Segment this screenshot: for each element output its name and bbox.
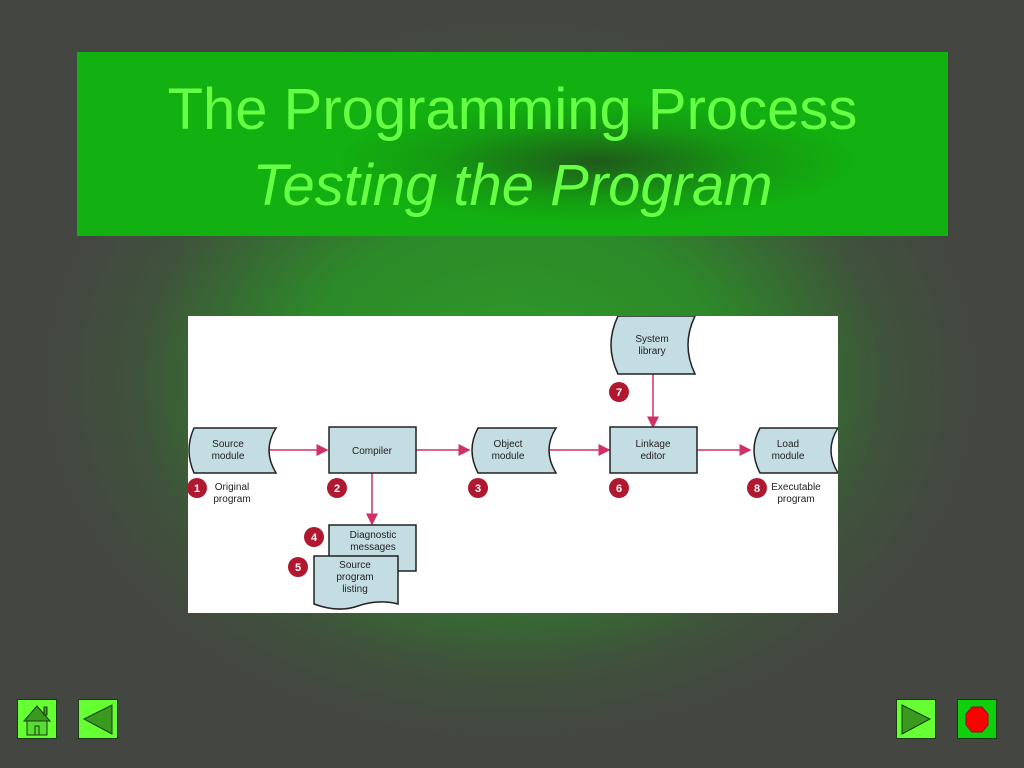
- system-library-label-1: System: [635, 334, 668, 345]
- object-module-label-1: Object: [494, 439, 523, 450]
- object-module-label-2: module: [492, 451, 525, 462]
- load-module-label-2: module: [772, 451, 805, 462]
- badge-7: 7: [609, 382, 629, 402]
- source-module-label-1: Source: [212, 439, 244, 450]
- badge-6: 6: [609, 478, 629, 498]
- system-library-label-2: library: [638, 346, 665, 357]
- svg-text:8: 8: [754, 483, 760, 495]
- next-slide-button[interactable]: [896, 699, 936, 739]
- diagnostic-label-1: Diagnostic: [350, 530, 397, 541]
- stop-icon: [965, 706, 989, 733]
- svg-text:4: 4: [311, 532, 318, 544]
- listing-label-3: listing: [342, 584, 368, 595]
- listing-label-2: program: [336, 572, 373, 583]
- svg-text:3: 3: [475, 483, 481, 495]
- linkage-editor-label-1: Linkage: [635, 439, 670, 450]
- badge-5: 5: [288, 557, 308, 577]
- end-show-button[interactable]: [957, 699, 997, 739]
- svg-text:7: 7: [616, 387, 622, 399]
- badge-3: 3: [468, 478, 488, 498]
- compiler-label: Compiler: [352, 446, 393, 457]
- title-box: The Programming Process Testing the Prog…: [77, 52, 948, 236]
- home-icon: [22, 705, 52, 736]
- slide-subtitle: Testing the Program: [252, 153, 773, 218]
- listing-label-1: Source: [339, 560, 371, 571]
- svg-text:2: 2: [334, 483, 340, 495]
- system-library-node: [610, 315, 697, 375]
- source-listing-node: [313, 555, 399, 610]
- previous-slide-button[interactable]: [78, 699, 118, 739]
- executable-caption-1: Executable: [771, 482, 821, 493]
- svg-text:6: 6: [616, 483, 622, 495]
- step-badges: 1 2 3 4 5 6 7 8: [187, 382, 767, 577]
- svg-text:1: 1: [194, 483, 200, 495]
- diagnostic-label-2: messages: [350, 542, 396, 553]
- badge-8: 8: [747, 478, 767, 498]
- linkage-editor-node: [609, 426, 698, 474]
- original-caption-2: program: [213, 494, 250, 505]
- svg-text:5: 5: [295, 562, 301, 574]
- object-module-node: [471, 427, 558, 474]
- compiler-node: [328, 426, 417, 474]
- original-caption-1: Original: [215, 482, 249, 493]
- next-icon: [901, 704, 932, 735]
- previous-icon: [82, 704, 113, 735]
- slide-title: The Programming Process: [167, 77, 858, 142]
- source-module-node: [188, 427, 278, 474]
- home-button[interactable]: [17, 699, 57, 739]
- executable-caption-2: program: [777, 494, 814, 505]
- programming-process-diagram: Source module Compiler Object module Lin…: [187, 315, 840, 613]
- load-module-label-1: Load: [777, 439, 799, 450]
- badge-1: 1: [187, 478, 207, 498]
- source-module-label-2: module: [212, 451, 245, 462]
- badge-4: 4: [304, 527, 324, 547]
- linkage-editor-label-2: editor: [640, 451, 666, 462]
- flow-arrows: [266, 374, 752, 526]
- badge-2: 2: [327, 478, 347, 498]
